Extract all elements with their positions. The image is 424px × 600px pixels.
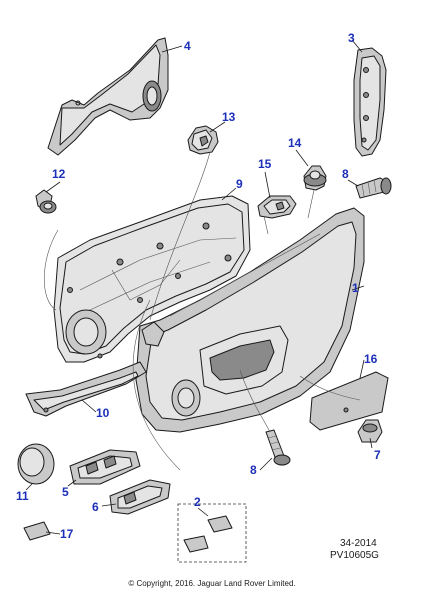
- part-17-pad: [23, 521, 51, 541]
- callout-5: 5: [62, 485, 69, 499]
- leader-lines: [25, 39, 373, 535]
- part-2-trim-pieces: [177, 503, 247, 563]
- callout-3: 3: [348, 31, 355, 45]
- part-4-upper-trim-speaker-housing: [47, 37, 169, 156]
- part-10-sill-strip: [25, 361, 147, 417]
- callout-16: 16: [364, 352, 378, 366]
- reference-code: PV10605G: [330, 550, 379, 561]
- part-8-screw-upper: [355, 177, 392, 199]
- part-1-door-trim-panel: [135, 207, 365, 433]
- part-14-grommet: [303, 165, 327, 191]
- part-6-switch: [109, 479, 171, 515]
- part-3-vertical-trim-strip: [353, 47, 387, 157]
- callout-11: 11: [16, 489, 29, 503]
- callout-6: 6: [92, 500, 99, 514]
- part-12-push-clip: [35, 189, 57, 214]
- part-13-clip-bracket: [187, 125, 219, 155]
- part-9-door-carrier-panel: [53, 195, 251, 363]
- callout-labels: 4 3 13 12 14 8 15 9 1 10 16 7 8 11 5 6 2…: [16, 31, 381, 541]
- callout-9: 9: [236, 177, 243, 191]
- callout-4: 4: [184, 39, 191, 53]
- part-15-bracket: [257, 195, 297, 219]
- callout-17: 17: [60, 527, 74, 541]
- callout-7: 7: [374, 448, 381, 462]
- copyright-notice: © Copyright, 2016. Jaguar Land Rover Lim…: [128, 579, 295, 588]
- callout-10: 10: [96, 406, 110, 420]
- part-11-speaker-grille: [17, 443, 55, 485]
- callout-1: 1: [352, 281, 359, 295]
- callout-12: 12: [52, 167, 66, 181]
- diagram-number: 34-2014: [340, 538, 377, 549]
- part-8-screw-lower: [265, 429, 291, 466]
- callout-14: 14: [288, 136, 302, 150]
- callout-8-lower: 8: [250, 463, 257, 477]
- part-16-insulation-pad: [309, 371, 389, 431]
- callout-2: 2: [194, 495, 201, 509]
- callout-8-upper: 8: [342, 167, 349, 181]
- part-5-window-switch-pack: [69, 449, 141, 485]
- callout-15: 15: [258, 157, 272, 171]
- part-7-clip: [357, 419, 383, 443]
- diagram-footer: 34-2014 PV10605G © Copyright, 2016. Jagu…: [128, 538, 379, 588]
- callout-13: 13: [222, 110, 236, 124]
